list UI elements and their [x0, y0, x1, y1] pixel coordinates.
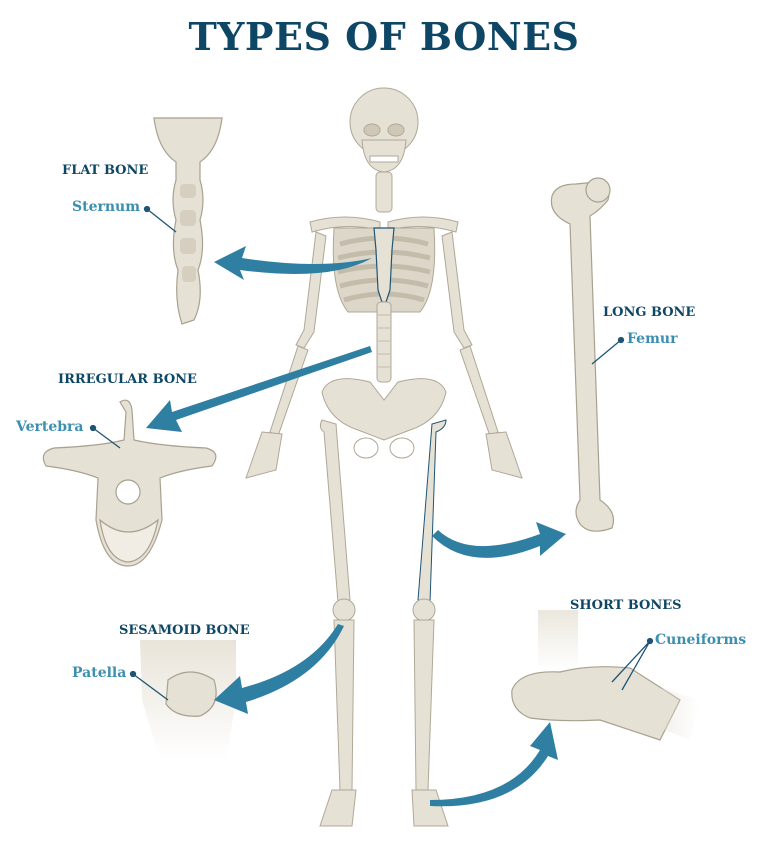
label-cuneiforms: Cuneiforms — [655, 632, 747, 648]
patella-bone — [165, 671, 217, 717]
femur-illustration — [550, 177, 615, 532]
foot-illustration — [511, 610, 700, 741]
category-short-bones: SHORT BONES — [570, 598, 682, 613]
label-patella: Patella — [72, 665, 127, 681]
category-long-bone: LONG BONE — [603, 305, 696, 320]
skeleton-figure — [245, 87, 523, 827]
label-femur: Femur — [627, 331, 678, 347]
category-flat-bone: FLAT BONE — [62, 163, 149, 178]
category-sesamoid-bone: SESAMOID BONE — [119, 623, 250, 638]
sternum-illustration — [153, 117, 223, 325]
page-title: TYPES OF BONES — [188, 14, 580, 59]
category-irregular-bone: IRREGULAR BONE — [58, 372, 197, 387]
knee-illustration — [140, 640, 236, 760]
leader-lines — [89, 205, 654, 701]
label-sternum: Sternum — [72, 199, 141, 215]
arrows — [146, 246, 566, 807]
vertebra-illustration — [42, 399, 217, 567]
label-vertebra: Vertebra — [16, 419, 84, 435]
